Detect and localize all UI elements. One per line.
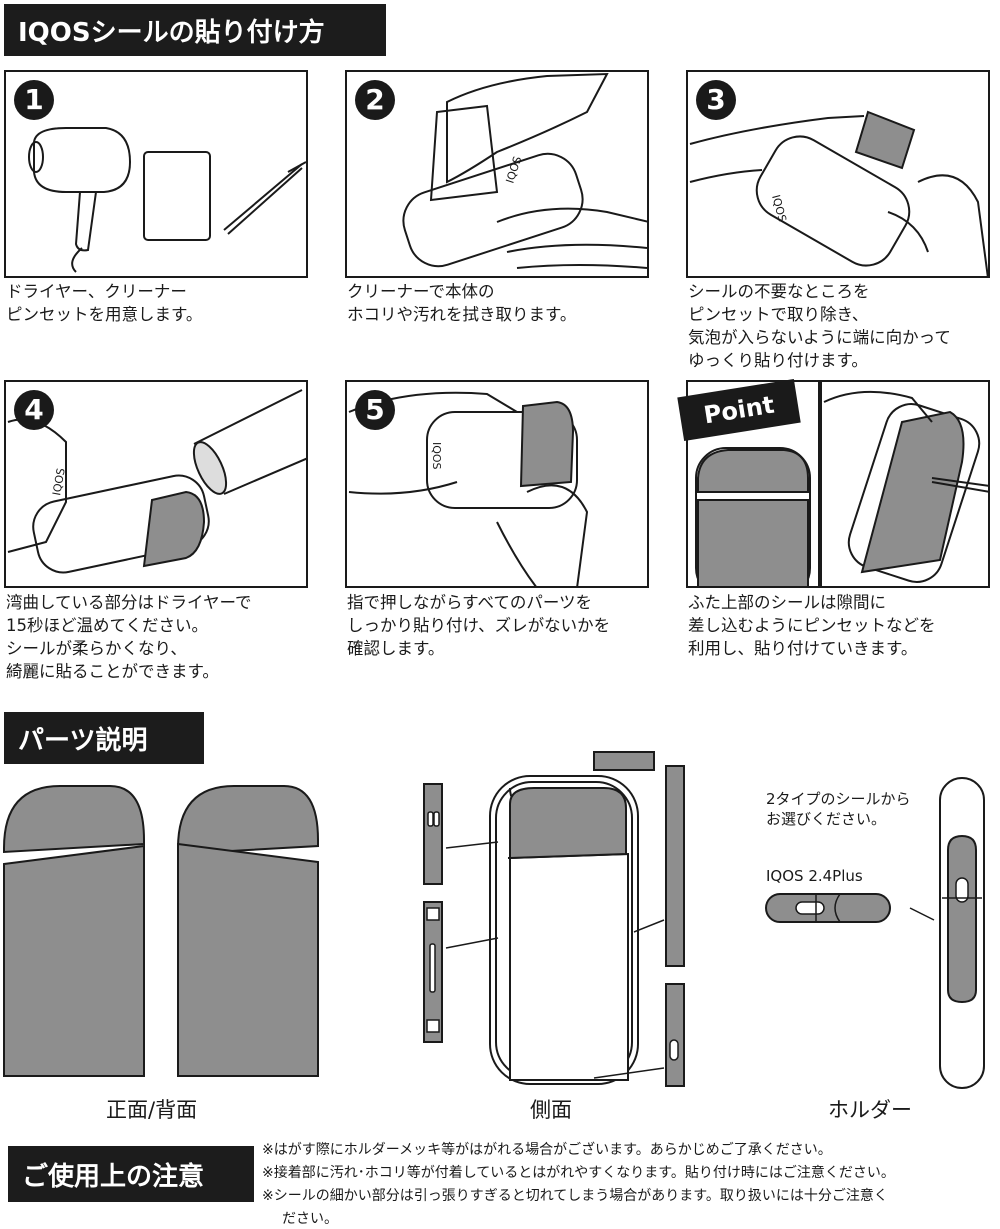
step-number: 1 [14,80,54,120]
device-logo: IQOS [769,193,789,223]
front-body-sticker [4,846,144,1076]
hair-dryer-icon [29,128,130,272]
step-2-caption: クリーナーで本体の ホコリや汚れを拭き取ります。 [347,280,576,326]
sticker-icon [698,500,808,588]
right-side-sticker-bottom [666,984,684,1086]
hand-icon [824,392,932,422]
device-logo: IQOS [430,442,443,470]
point-illustration-right [820,380,990,588]
left-side-sticker-top [424,784,442,884]
step-5-illustration: IQOS 5 [345,380,649,588]
note-item: ※シールの細かい部分は引っ張りすぎると切れてしまう場合があります。取り扱いには十… [262,1185,998,1208]
step-2-illustration: IQOS 2 [345,70,649,278]
point-caption: ふた上部のシールは隙間に 差し込むようにピンセットなどを 利用し、貼り付けていき… [688,591,936,660]
tweezers-icon [224,162,306,234]
sticker-icon [698,450,808,492]
right-side-sticker-top [666,766,684,966]
notes-list: ※はがす際にホルダーメッキ等がはがれる場合がございます。あらかじめご了承ください… [262,1139,998,1229]
holder-sticker-side [948,836,976,1002]
notes-section-title: ご使用上の注意 [8,1146,254,1202]
cleaner-sheet-icon [144,152,210,240]
sticker-icon [862,412,964,572]
parts-section-title: パーツ説明 [4,712,204,764]
holder-illustration [760,770,996,1090]
cleaner-cloth-icon [431,106,497,200]
front-back-stickers [0,780,330,1092]
step-number: 3 [696,80,736,120]
back-lid-sticker [178,786,318,854]
holder-label: ホルダー [828,1094,912,1124]
sticker-icon [521,402,573,486]
top-edge-sticker [594,752,654,770]
step-number: 4 [14,390,54,430]
sticker-icon [144,492,204,566]
step-4-illustration: IQOS 4 [4,380,308,588]
holder-sticker-2-4plus [766,894,890,922]
note-item: ※はがす際にホルダーメッキ等がはがれる場合がございます。あらかじめご了承ください… [262,1139,998,1162]
step-3-illustration: IQOS 3 [686,70,990,278]
step-1-illustration: 1 [4,70,308,278]
front-back-label: 正面/背面 [106,1094,197,1124]
side-stickers [414,748,694,1092]
step-1-caption: ドライヤー、クリーナー ピンセットを用意します。 [6,280,202,326]
hair-dryer-icon [187,390,308,498]
sticker-icon [856,112,914,168]
side-label: 側面 [530,1094,572,1124]
step-3-caption: シールの不要なところを ピンセットで取り除き、 気泡が入らないように端に向かって… [688,280,951,372]
hand-icon [447,74,649,268]
note-item: ※接着部に汚れ･ホコリ等が付着しているとはがれやすくなります。貼り付け時にはご注… [262,1162,998,1185]
step-4-caption: 湾曲している部分はドライヤーで 15秒ほど温めてください。 シールが柔らかくなり… [6,591,252,683]
step-number: 2 [355,80,395,120]
back-body-sticker [178,844,318,1076]
page-title: IQOSシールの貼り付け方 [4,4,386,56]
device-logo: IQOS [503,155,524,185]
front-lid-sticker [4,786,144,852]
note-item-continuation: ださい。 [262,1208,998,1229]
step-number: 5 [355,390,395,430]
step-5-caption: 指で押しながらすべてのパーツを しっかり貼り付け、ズレがないかを 確認します。 [347,591,610,660]
